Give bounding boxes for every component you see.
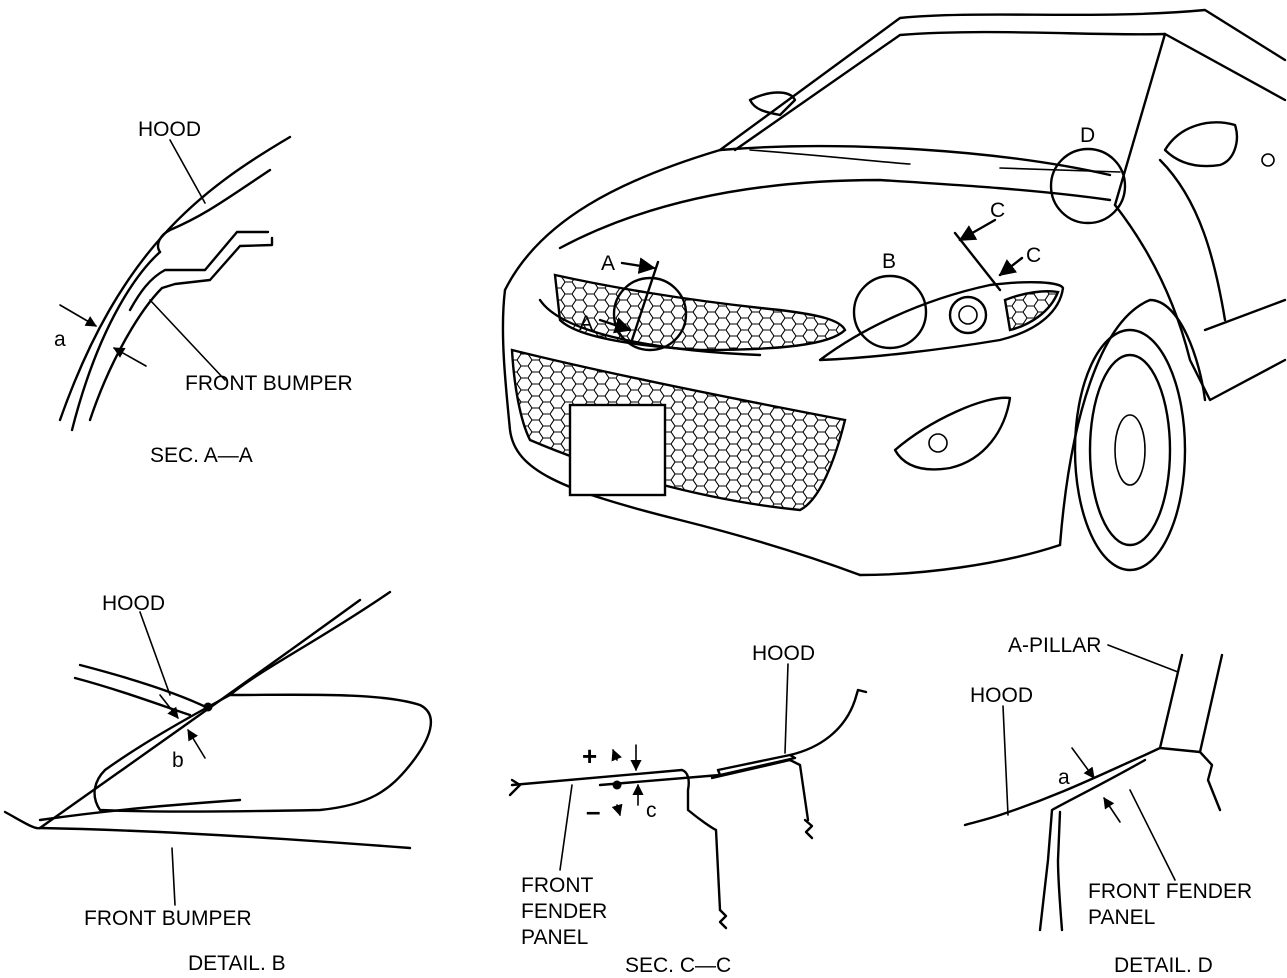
gap-dimension-a-lower: [113, 347, 147, 367]
hood-leader: [169, 139, 206, 204]
callout-c-upper: C: [990, 199, 1005, 222]
fender-leader-d: [1129, 789, 1176, 881]
front-fender-label-line2: FENDER: [521, 900, 607, 923]
gap-dimension-b-lower: [187, 729, 206, 759]
gap-dimension-a-upper: [1071, 747, 1095, 779]
detail-b: HOOD b FRONT BUMPER DETAIL. B: [3, 590, 433, 975]
upper-grille: [553, 273, 847, 352]
plus-arrow: [611, 748, 622, 762]
hood-label: HOOD: [138, 118, 201, 141]
hood-leader-d: [1002, 705, 1009, 816]
a-pillar-label: A-PILLAR: [1008, 634, 1101, 657]
license-plate: [568, 403, 667, 497]
lower-grille: [510, 348, 847, 512]
bumper-profile: [88, 230, 274, 422]
section-a-cut-line: [630, 260, 660, 342]
vehicle-front-view: D B C C A A: [501, 8, 1287, 577]
front-bumper-label: FRONT BUMPER: [185, 372, 353, 395]
section-a-arrow-upper: [620, 257, 656, 274]
front-fender-label-line1: FRONT FENDER: [1088, 880, 1252, 903]
front-bumper-label: FRONT BUMPER: [84, 907, 252, 930]
detail-b-circle: [852, 274, 928, 350]
minus-arrow: [611, 803, 623, 817]
section-c-c: + – c HOOD FRONT FENDER PANEL SEC. C—C: [508, 642, 868, 977]
callout-a-upper: A: [601, 252, 615, 275]
detail-d: A-PILLAR HOOD a FRONT FENDER PANEL DETAI…: [963, 634, 1252, 977]
callout-c-lower: C: [1026, 244, 1041, 267]
detail-d-circle: [1049, 147, 1127, 225]
detail-caption-d: DETAIL. D: [1114, 954, 1213, 977]
fender-leader-c: [559, 784, 573, 871]
hood-leader-c: [784, 663, 789, 754]
pillar-leader: [1107, 644, 1179, 673]
hood-label: HOOD: [752, 642, 815, 665]
gap-dimension-a-upper: [59, 304, 97, 327]
bumper-leader-b: [171, 847, 176, 906]
section-a-a: HOOD a FRONT BUMPER SEC. A—A: [54, 118, 353, 467]
minus-symbol: –: [586, 796, 600, 826]
callout-b: B: [882, 250, 896, 273]
section-a-arrow-lower: [598, 317, 632, 334]
front-fender-label-line3: PANEL: [521, 926, 588, 949]
section-c-cut-line: [953, 231, 1002, 292]
front-fender-label-line1: FRONT: [521, 874, 593, 897]
section-caption-c-c: SEC. C—C: [625, 954, 731, 977]
section-caption-a-a: SEC. A—A: [150, 444, 253, 467]
hood-label: HOOD: [102, 592, 165, 615]
section-c-arrow-upper: [958, 218, 997, 242]
section-c-arrow-lower: [998, 256, 1024, 277]
reference-point: [203, 702, 213, 712]
hood-leader-b: [139, 611, 171, 696]
callout-a-lower: A: [579, 312, 593, 335]
gap-label-a: a: [54, 328, 66, 351]
gap-dimension-b-upper: [159, 694, 179, 719]
gap-label-c: c: [646, 799, 657, 822]
gap-dimension-a-lower: [1103, 797, 1121, 823]
bumper-leader: [149, 299, 226, 381]
reference-point: [612, 780, 622, 790]
hood-label: HOOD: [970, 684, 1033, 707]
gap-label-b: b: [172, 749, 184, 772]
detail-caption-b: DETAIL. B: [188, 952, 286, 975]
callout-d: D: [1080, 124, 1095, 147]
gap-label-a: a: [1058, 766, 1070, 789]
hood-profile: [58, 135, 292, 432]
front-fender-label-line2: PANEL: [1088, 906, 1155, 929]
plus-symbol: +: [582, 741, 597, 771]
